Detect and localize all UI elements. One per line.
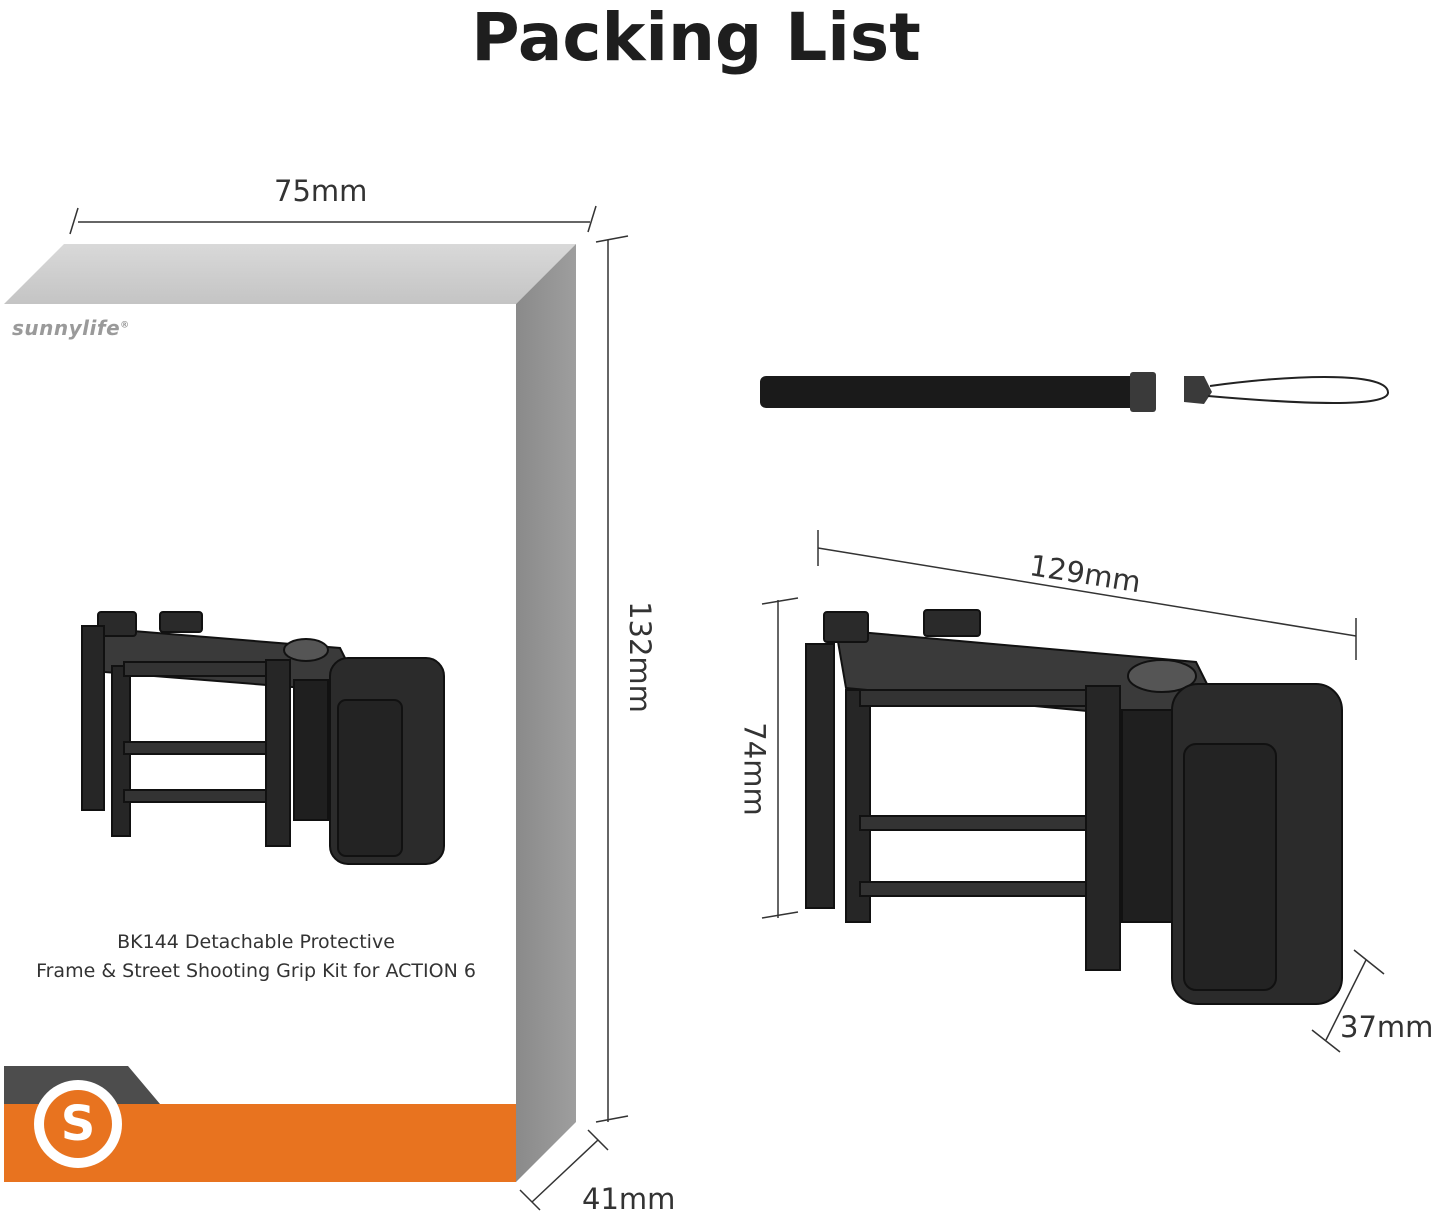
box-side	[516, 244, 576, 1182]
box-top	[4, 244, 576, 304]
box-label-line-2: Frame & Street Shooting Grip Kit for ACT…	[36, 960, 476, 982]
grip-frame-image	[805, 609, 1343, 1005]
page-title: Packing List	[471, 0, 921, 76]
grip-height-label: 74mm	[737, 722, 772, 816]
box-brand-logo: sunnylife®	[12, 316, 130, 340]
box-product-label: BK144 Detachable Protective Frame & Stre…	[0, 928, 512, 986]
packing-box	[4, 244, 576, 1182]
box-frame-image	[81, 611, 445, 865]
box-depth-label: 41mm	[582, 1182, 676, 1216]
box-height-label: 132mm	[622, 601, 657, 713]
box-width-label: 75mm	[274, 174, 368, 208]
box-dimension-lines	[69, 205, 629, 1211]
grip-dimension-lines	[761, 530, 1385, 1053]
grip-depth-label: 37mm	[1340, 1010, 1434, 1044]
wrist-strap	[760, 372, 1389, 412]
box-logo-letter: S	[60, 1096, 96, 1152]
box-label-line-1: BK144 Detachable Protective	[117, 931, 395, 953]
